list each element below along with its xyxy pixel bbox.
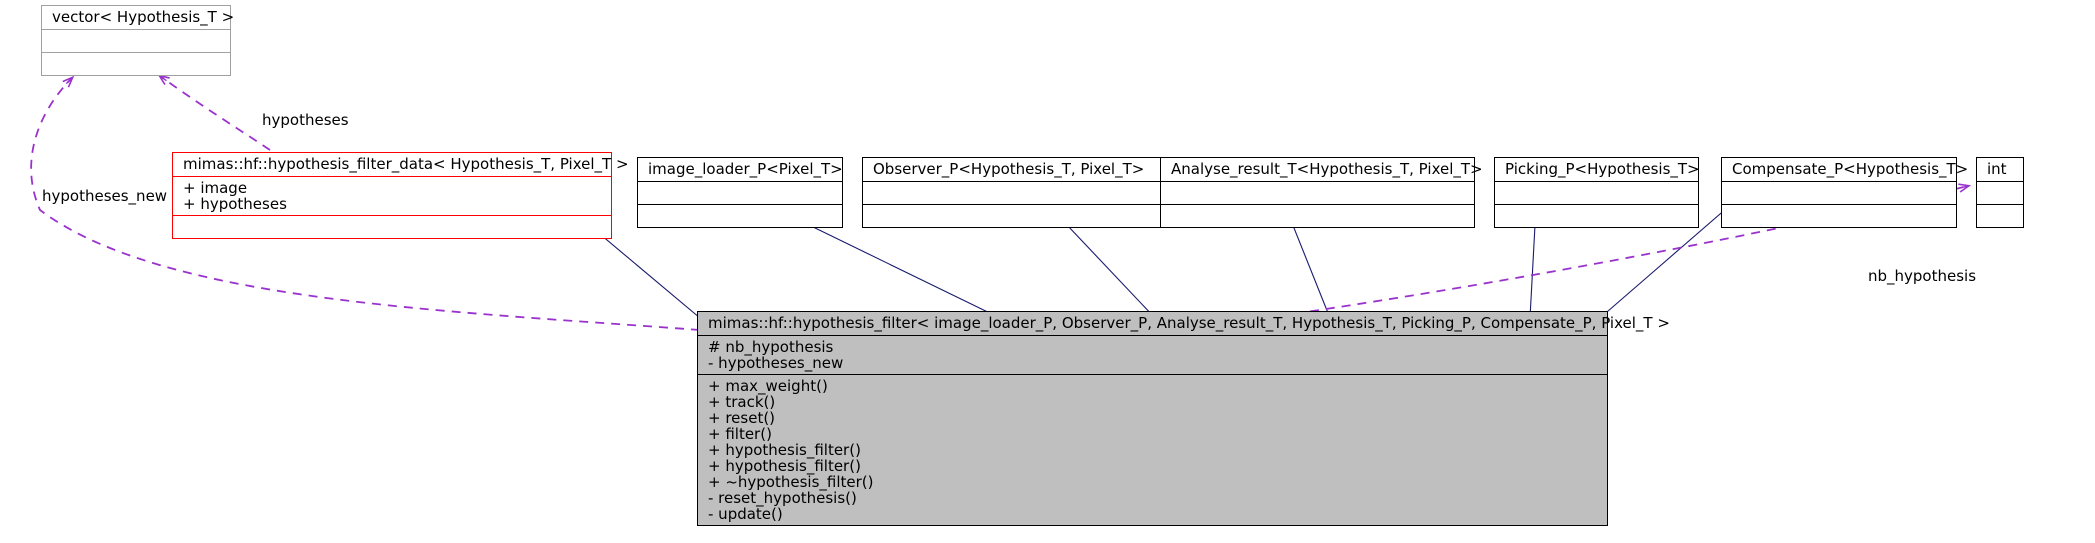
class-node-observer-p[interactable]: Observer_P<Hypothesis_T, Pixel_T> [862, 157, 1161, 228]
divider [1161, 204, 1474, 205]
class-node-hypothesis-filter[interactable]: mimas::hf::hypothesis_filter< image_load… [697, 311, 1670, 526]
class-title-hypothesis-filter-data: mimas::hf::hypothesis_filter_data< Hypot… [183, 155, 629, 173]
class-attributes-image-loader-p [638, 182, 842, 204]
class-title-vector-hypothesis: vector< Hypothesis_T > [52, 8, 235, 26]
class-operations-int [1977, 205, 2023, 227]
class-attributes-vector-hypothesis [42, 30, 230, 52]
divider [173, 215, 611, 216]
class-attributes-picking-p [1495, 182, 1698, 204]
class-title-image-loader-p: image_loader_P<Pixel_T> [648, 160, 843, 178]
class-node-int[interactable]: int [1976, 157, 2024, 228]
class-node-compensate-p[interactable]: Compensate_P<Hypothesis_T> [1721, 157, 1969, 228]
class-title-hypothesis-filter: mimas::hf::hypothesis_filter< image_load… [708, 314, 1670, 332]
edge-label-hypotheses: hypotheses [262, 111, 349, 129]
class-operations-hypothesis-filter-data [173, 216, 611, 238]
class-node-analyse-result-t[interactable]: Analyse_result_T<Hypothesis_T, Pixel_T> [1160, 157, 1483, 228]
class-attributes-hypothesis-filter: # nb_hypothesis - hypotheses_new [698, 336, 1607, 374]
operation-item: + filter() [708, 425, 772, 443]
class-title-analyse-result-t: Analyse_result_T<Hypothesis_T, Pixel_T> [1171, 160, 1483, 178]
class-attributes-int [1977, 182, 2023, 204]
class-title-int: int [1987, 160, 2007, 178]
class-node-vector-hypothesis[interactable]: vector< Hypothesis_T > [41, 5, 235, 76]
class-operations-picking-p [1495, 205, 1698, 227]
divider [863, 204, 1160, 205]
divider [42, 29, 230, 30]
attribute-item: # nb_hypothesis [708, 338, 834, 356]
edge-label-nb-hypothesis: nb_hypothesis [1868, 267, 1977, 285]
operation-item: + hypothesis_filter() [708, 441, 861, 459]
divider [1722, 204, 1956, 205]
divider [173, 176, 611, 177]
divider [698, 374, 1607, 375]
divider [1161, 181, 1474, 182]
divider [1977, 204, 2023, 205]
class-node-hypothesis-filter-data[interactable]: mimas::hf::hypothesis_filter_data< Hypot… [172, 152, 629, 239]
divider [863, 181, 1160, 182]
operation-item: - reset_hypothesis() [708, 489, 857, 507]
class-operations-observer-p [863, 205, 1160, 227]
edge-hypotheses-to-vector [157, 74, 271, 151]
class-attributes-compensate-p [1722, 182, 1956, 204]
attribute-item: + hypotheses [183, 195, 287, 213]
class-operations-vector-hypothesis [42, 53, 230, 75]
divider [1495, 204, 1698, 205]
divider [698, 335, 1607, 336]
operation-item: + track() [708, 393, 776, 411]
edge-label-hypotheses-new: hypotheses_new [42, 187, 168, 205]
divider [42, 52, 230, 53]
divider [1977, 181, 2023, 182]
class-node-image-loader-p[interactable]: image_loader_P<Pixel_T> [637, 157, 843, 228]
divider [1722, 181, 1956, 182]
class-title-observer-p: Observer_P<Hypothesis_T, Pixel_T> [873, 160, 1145, 178]
class-attributes-observer-p [863, 182, 1160, 204]
operation-item: + reset() [708, 409, 776, 427]
divider [1495, 181, 1698, 182]
attribute-item: - hypotheses_new [708, 354, 844, 372]
class-attributes-hypothesis-filter-data: + image + hypotheses [173, 177, 611, 215]
class-attributes-analyse-result-t [1161, 182, 1474, 204]
operation-item: + ~hypothesis_filter() [708, 473, 874, 491]
class-operations-compensate-p [1722, 205, 1956, 227]
class-operations-image-loader-p [638, 205, 842, 227]
class-operations-hypothesis-filter: + max_weight() + track() + reset() + fil… [698, 375, 1607, 525]
divider [638, 204, 842, 205]
operation-item: - update() [708, 505, 783, 523]
class-node-picking-p[interactable]: Picking_P<Hypothesis_T> [1494, 157, 1700, 228]
class-operations-analyse-result-t [1161, 205, 1474, 227]
operation-item: + hypothesis_filter() [708, 457, 861, 475]
attribute-item: + image [183, 179, 248, 197]
operation-item: + max_weight() [708, 377, 828, 395]
divider [638, 181, 842, 182]
class-title-compensate-p: Compensate_P<Hypothesis_T> [1732, 160, 1969, 178]
class-title-picking-p: Picking_P<Hypothesis_T> [1505, 160, 1700, 178]
